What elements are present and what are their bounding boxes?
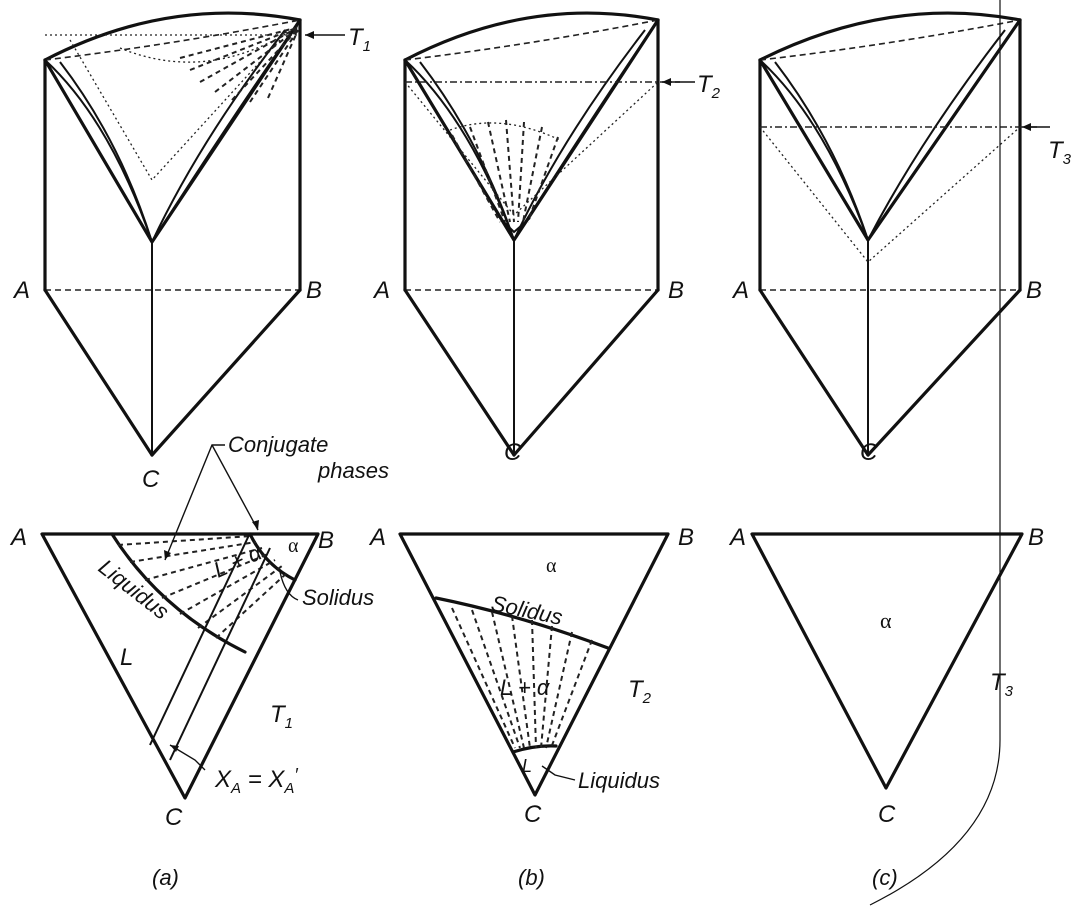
panel-c-vertex-b: B [1026,277,1042,304]
panel-a-composition-label: XA = XA′ [214,765,298,797]
panel-c-caption: (c) [872,865,898,890]
panel-b-section-tie-lines [451,607,593,749]
panel-c-prism: T3 A B C [731,11,1072,466]
panel-c-section-vertex-b: B [1028,524,1044,551]
panel-c-section-temp-label: T3 [990,669,1014,700]
panel-b-two-phase-label: L + α [500,675,551,700]
panel-a-section: Conjugate phases A B C Liquidus Solidus … [9,432,389,831]
panel-b-alpha-label: α [546,555,557,577]
panel-c-section-vertex-a: A [728,524,746,551]
panel-b-vertex-b: B [668,277,684,304]
panel-b-liquid-small-label: L [522,756,532,776]
panel-b-caption: (b) [518,865,545,890]
panel-b-liquidus-label: Liquidus [578,768,660,793]
panel-c-section: A B C α T3 [728,524,1044,828]
panel-a-section-temp-label: T1 [270,701,293,732]
panel-a-prism-tie-lines [179,27,299,103]
panel-a-prism: T1 A B C [12,11,371,493]
panel-b-section-vertex-b: B [678,524,694,551]
panel-a-temp-label: T1 [348,24,371,55]
panel-b-temp-label: T2 [697,71,721,102]
panel-a-liquid-region-label: L [120,644,133,671]
panel-a-alpha-label: α [288,535,299,557]
panel-a-solidus-label: Solidus [302,585,374,610]
panel-b-prism-tie-lines [451,119,559,223]
panel-a-vertex-c: C [142,466,160,493]
panel-a-conjugate-label-1: Conjugate [228,432,328,457]
panel-c-temp-label: T3 [1048,137,1072,168]
panel-a-vertex-b: B [306,277,322,304]
panel-a-caption: (a) [152,865,179,890]
panel-b-solidus-label: Solidus [489,590,565,629]
panel-b-prism: T2 A B C [372,11,721,466]
panel-c-alpha-label: α [880,608,892,633]
panel-c-vertex-c: C [860,439,878,466]
margin-guide-line [869,0,1001,906]
panel-b-vertex-c: C [504,439,522,466]
panel-b-vertex-a: A [372,277,390,304]
panel-a-section-vertex-a: A [9,524,27,551]
panel-c-vertex-a: A [731,277,749,304]
panel-a-vertex-a: A [12,277,30,304]
panel-a-conjugate-label-2: phases [317,458,389,483]
panel-a-section-vertex-c: C [165,804,183,831]
panel-b-section-temp-label: T2 [628,676,652,707]
panel-b-section: A B C α Solidus L + α T2 L Liquidus [368,524,694,828]
panel-a-section-vertex-b: B [318,527,334,554]
panel-b-section-vertex-a: A [368,524,386,551]
panel-b-section-vertex-c: C [524,801,542,828]
panel-c-section-vertex-c: C [878,801,896,828]
